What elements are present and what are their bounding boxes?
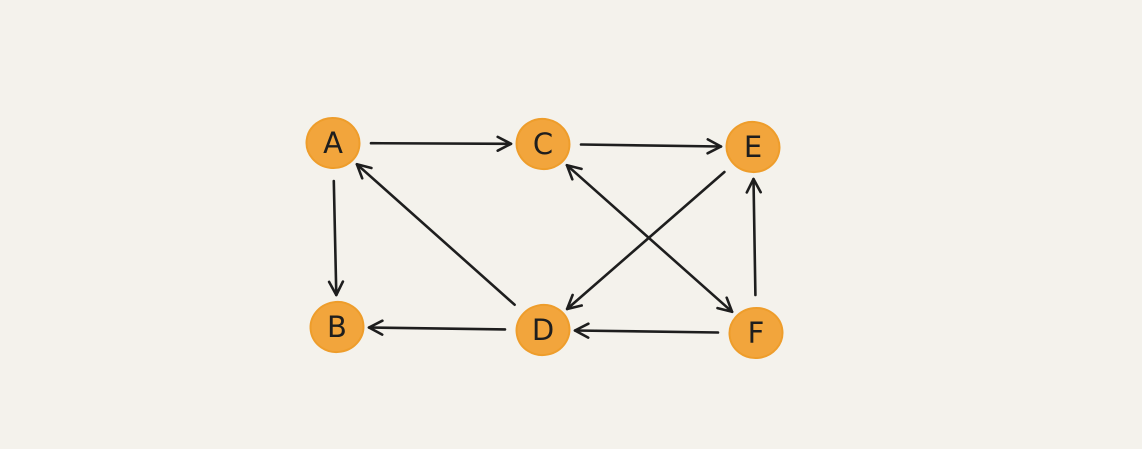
node-label-A: A — [323, 126, 343, 160]
node-label-D: D — [532, 313, 554, 347]
node-label-B: B — [327, 310, 347, 344]
node-circle — [309, 300, 365, 354]
node-circle — [725, 120, 781, 174]
graph-node-B[interactable]: B — [307, 298, 367, 356]
graph-node-C[interactable]: C — [512, 114, 574, 174]
graph-node-F[interactable]: F — [727, 305, 785, 360]
graph-node-E[interactable]: E — [723, 118, 783, 176]
graph-edge-D-B[interactable] — [367, 319, 507, 336]
graph-edges — [327, 135, 763, 339]
node-circle — [305, 116, 361, 170]
graph-edge-F-E[interactable] — [745, 177, 763, 297]
graph-edge-C-E[interactable] — [579, 138, 723, 155]
node-circle — [515, 303, 571, 357]
node-circle — [515, 117, 571, 171]
node-circle — [728, 306, 784, 360]
node-label-E: E — [744, 130, 762, 164]
graph-edge-A-C[interactable] — [369, 135, 513, 152]
graph-edge-A-B[interactable] — [327, 179, 345, 297]
graph-edge-C-F[interactable] — [565, 163, 734, 314]
graph-edge-F-D[interactable] — [573, 322, 720, 339]
graph-node-A[interactable]: A — [304, 115, 362, 170]
node-label-C: C — [533, 127, 553, 161]
graph-edge-E-D[interactable] — [565, 170, 726, 311]
graph-nodes: A B C D E F — [304, 114, 785, 360]
node-label-F: F — [748, 316, 765, 350]
graph-node-D[interactable]: D — [512, 300, 574, 360]
graph-edge-D-A[interactable] — [355, 163, 516, 307]
